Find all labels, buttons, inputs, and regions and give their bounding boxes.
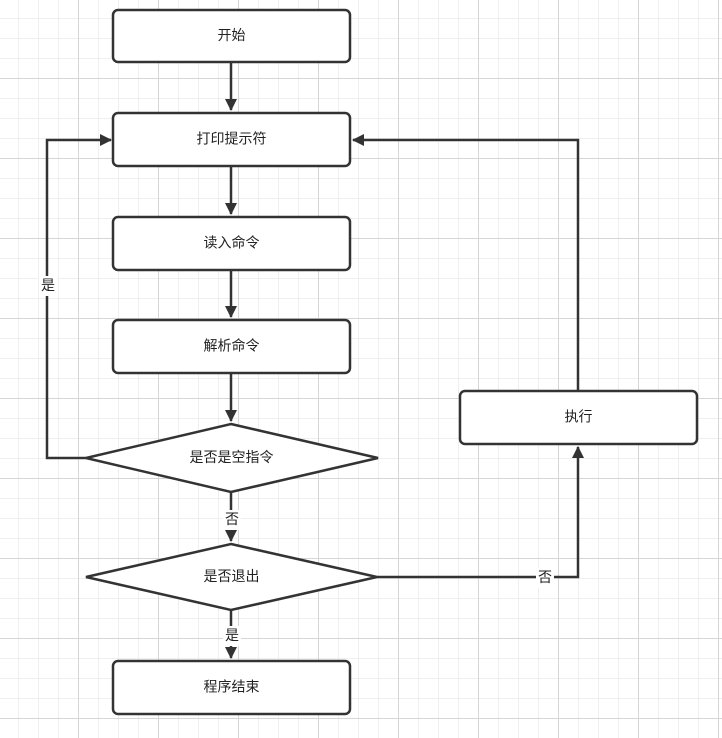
edge-label-empty-no-bg <box>223 510 241 530</box>
node-end-box <box>111 659 352 716</box>
node-is-empty-command: 是否是空指令 <box>85 422 379 494</box>
node-parse-command-box <box>111 318 352 375</box>
node-end: 程序结束 <box>111 659 352 716</box>
node-parse-command-label: 解析命令 <box>204 338 260 355</box>
node-start-label: 开始 <box>218 28 246 44</box>
node-print-prompt-label: 打印提示符 <box>197 131 267 148</box>
edge-label-exit-yes: 是 <box>225 628 239 644</box>
node-read-command-box <box>111 215 352 272</box>
node-is-exit: 是否退出 <box>85 542 378 612</box>
edge-exit-no-to-execute <box>377 446 584 579</box>
node-print-prompt-box <box>111 111 352 168</box>
node-start: 开始 <box>111 8 352 64</box>
node-parse-command: 解析命令 <box>111 318 352 375</box>
edge-label-empty-no: 否 <box>225 512 239 528</box>
edge-label-exit-no-bg <box>536 568 554 588</box>
node-read-command-label: 读入命令 <box>204 235 260 252</box>
edge-execute-to-print <box>352 134 580 390</box>
node-is-exit-label: 是否退出 <box>204 569 260 585</box>
edge-label-empty-yes: 是 <box>41 278 55 294</box>
node-read-command: 读入命令 <box>111 215 352 272</box>
node-print-prompt: 打印提示符 <box>111 111 352 168</box>
node-is-empty-command-diamond <box>85 422 379 494</box>
node-is-exit-diamond <box>85 542 378 612</box>
node-end-label: 程序结束 <box>204 680 260 696</box>
node-is-empty-command-label: 是否是空指令 <box>190 450 274 466</box>
node-start-box <box>111 8 352 64</box>
edge-label-empty-yes-bg <box>39 276 57 296</box>
edge-labels: 是 否 是 否 <box>39 276 554 646</box>
edge-empty-yes-loop <box>45 134 112 460</box>
node-execute-box <box>458 389 699 446</box>
edge-label-exit-yes-bg <box>223 626 241 646</box>
node-execute-label: 执行 <box>565 410 593 426</box>
edge-label-exit-no: 否 <box>538 570 552 586</box>
node-execute: 执行 <box>458 389 699 446</box>
